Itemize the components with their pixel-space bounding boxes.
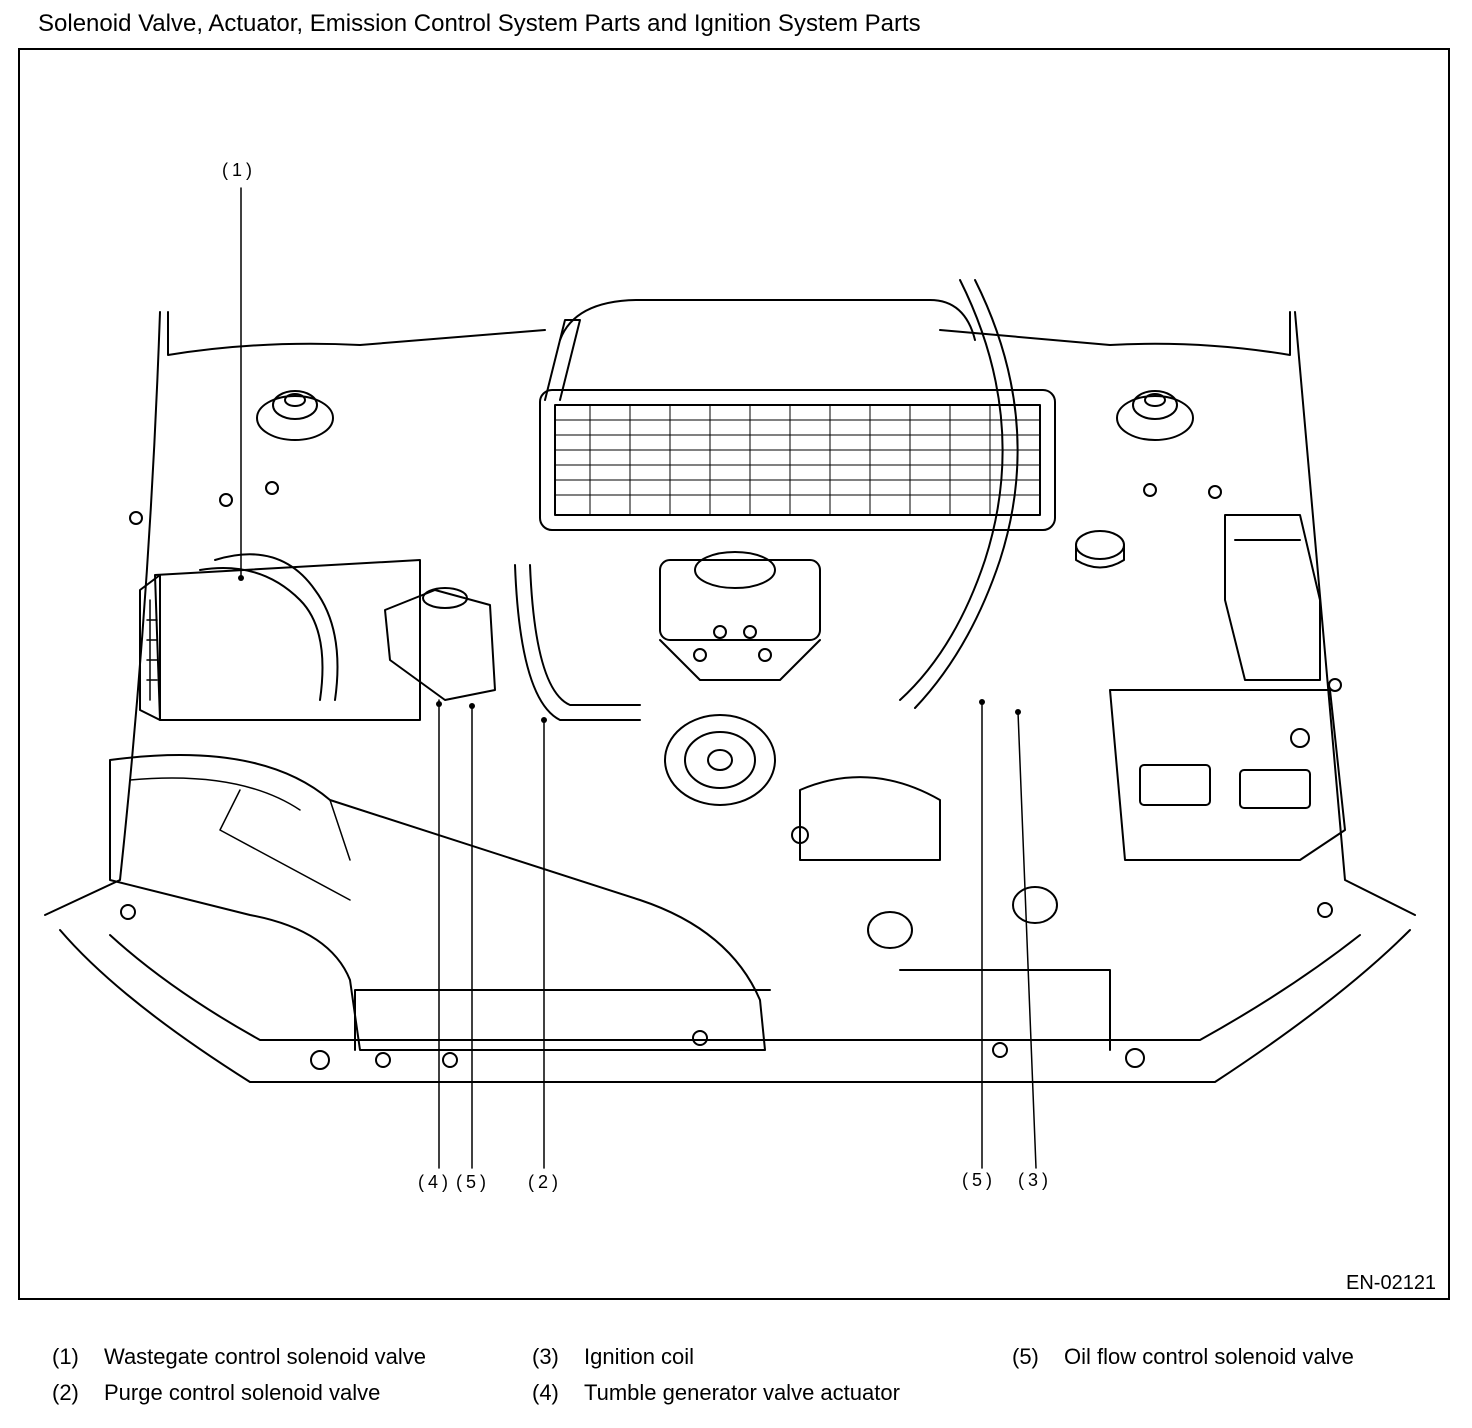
fuse-box (1224, 514, 1321, 681)
legend-number: (2) (52, 1380, 79, 1405)
radiator-support (354, 969, 1111, 1051)
bumper-outline (59, 929, 1411, 1083)
leader-3 (1017, 711, 1037, 1169)
bumper-inner (109, 934, 1361, 1041)
fender-left (167, 311, 546, 356)
callout-4: (4) (418, 1172, 452, 1192)
callout-3: (3) (1018, 1170, 1052, 1190)
legend-number: (1) (52, 1344, 79, 1369)
callout-1: (1) (222, 160, 256, 180)
legend-item-1: (1) Wastegate control solenoid valve (52, 1344, 426, 1370)
callout-5-left: (5) (456, 1172, 490, 1192)
fasteners (120, 481, 1342, 1070)
intercooler (539, 389, 1056, 531)
right-hose (899, 279, 1004, 701)
legend-label: Oil flow control solenoid valve (1064, 1344, 1354, 1369)
legend-item-3: (3) Ignition coil (532, 1344, 694, 1370)
legend-label: Ignition coil (584, 1344, 695, 1369)
oil-filler-cap (867, 886, 1058, 949)
leader-lines (240, 187, 1037, 1169)
left-hose (199, 567, 324, 701)
alternator (664, 714, 776, 806)
wastegate-valve-body (384, 587, 496, 701)
intake-manifold (659, 551, 821, 681)
timing-cover (791, 776, 941, 861)
intake-duct (109, 754, 766, 1051)
figure-id: EN-02121 (1346, 1272, 1437, 1294)
strut-tower-right (1116, 390, 1194, 441)
page-title: Solenoid Valve, Actuator, Emission Contr… (38, 10, 921, 37)
legend-number: (3) (532, 1344, 559, 1369)
figure-frame (18, 48, 1450, 1300)
reservoir-cap (1075, 530, 1125, 569)
strut-tower-left (256, 390, 334, 441)
air-filter-box (139, 559, 421, 721)
legend-label: Purge control solenoid valve (104, 1380, 381, 1405)
callout-2: (2) (528, 1172, 562, 1192)
legend-item-5: (5) Oil flow control solenoid valve (1012, 1344, 1354, 1370)
callout-5-right: (5) (962, 1170, 996, 1190)
top-hose (559, 299, 976, 341)
legend-label: Wastegate control solenoid valve (104, 1344, 427, 1369)
leader-dots (238, 575, 1021, 723)
legend-label: Tumble generator valve actuator (584, 1380, 900, 1405)
legend-item-2: (2) Purge control solenoid valve (52, 1380, 380, 1406)
hood-outline (44, 311, 1416, 916)
battery (1109, 689, 1346, 861)
fender-right (939, 311, 1291, 356)
legend-item-4: (4) Tumble generator valve actuator (532, 1380, 900, 1406)
legend-number: (4) (532, 1380, 559, 1405)
legend-number: (5) (1012, 1344, 1039, 1369)
